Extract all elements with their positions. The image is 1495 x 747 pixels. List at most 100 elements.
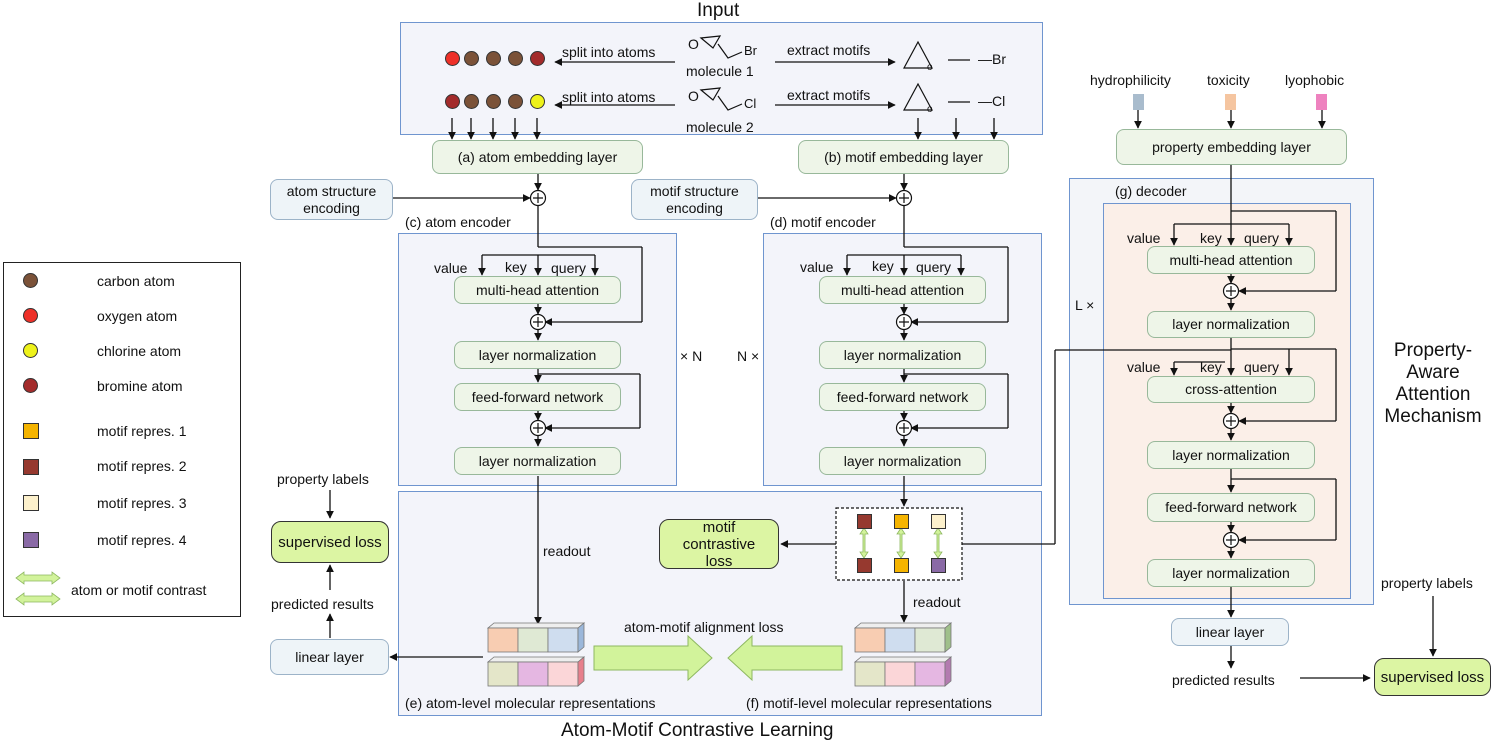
- legend-motif3-square: [23, 495, 39, 511]
- bromine-atom-2: [445, 94, 460, 109]
- legend-contrast-label: atom or motif contrast: [71, 582, 207, 598]
- left-supervised-loss: supervised loss: [271, 521, 389, 563]
- decoder-multi-head-attention: multi-head attention: [1147, 246, 1315, 274]
- molecule-1-label: molecule 1: [686, 63, 754, 79]
- motif-embedding-layer: (b) motif embedding layer: [798, 140, 1009, 174]
- atom-embedding-layer: (a) atom embedding layer: [432, 140, 643, 174]
- legend-motif2-label: motif repres. 2: [97, 458, 187, 474]
- legend-carbon-label: carbon atom: [97, 273, 175, 289]
- motif-feed-forward: feed-forward network: [819, 383, 986, 411]
- decoder-predicted-results: predicted results: [1172, 672, 1275, 688]
- atom-key-label: key: [505, 259, 527, 275]
- legend-bromine-dot: [23, 378, 38, 393]
- mechanism-title: Property-Aware Attention Mechanism: [1384, 340, 1482, 427]
- legend-oxygen-dot: [23, 308, 38, 323]
- motif1-oxygen: o: [927, 62, 933, 73]
- decoder-cross-attention: cross-attention: [1147, 376, 1315, 403]
- decoder-supervised-loss: supervised loss: [1374, 658, 1491, 696]
- input-title: Input: [697, 0, 740, 21]
- motif-level-repr-label: (f) motif-level molecular representation…: [746, 695, 992, 711]
- legend-motif4-label: motif repres. 4: [97, 532, 187, 548]
- oxygen-atom-1: [445, 51, 460, 66]
- bromine-atom-1: [530, 51, 545, 66]
- motif-structure-encoding: motif structure encoding: [631, 179, 758, 220]
- atom-readout-label: readout: [543, 543, 591, 559]
- decoder-query2-label: query: [1244, 359, 1280, 375]
- toxicity-swatch: [1225, 94, 1236, 110]
- decoder-layer-norm-3: layer normalization: [1147, 559, 1315, 587]
- motif-repr-3-top: [931, 514, 946, 529]
- motif-value-label: value: [800, 259, 834, 275]
- split-label-1: split into atoms: [562, 44, 656, 60]
- atom-level-repr-label: (e) atom-level molecular representations: [405, 695, 656, 711]
- motif-repr-2-bottom: [857, 558, 872, 573]
- motif2-oxygen: o: [927, 104, 933, 115]
- legend-motif4-square: [23, 532, 39, 548]
- motif-repr-1-bottom: [894, 558, 909, 573]
- left-linear-layer: linear layer: [270, 639, 389, 675]
- lyophobic-swatch: [1316, 94, 1327, 110]
- carbon-atom-3: [508, 51, 523, 66]
- left-predicted-results: predicted results: [271, 596, 374, 612]
- atom-value-label: value: [434, 260, 468, 276]
- hydrophilicity-swatch: [1133, 94, 1144, 110]
- atom-repeat-label: × N: [680, 348, 703, 364]
- decoder-value-label: value: [1127, 230, 1161, 246]
- motif-repr-2-top: [857, 514, 872, 529]
- legend-bromine-label: bromine atom: [97, 378, 183, 394]
- atom-multi-head-attention: multi-head attention: [454, 276, 621, 304]
- motif2-chlorine: —Cl: [978, 93, 1006, 109]
- atom-feed-forward: feed-forward network: [454, 383, 621, 411]
- decoder-repeat: L ×: [1075, 297, 1095, 313]
- decoder-linear-layer: linear layer: [1171, 618, 1289, 646]
- motif-layer-norm-2: layer normalization: [819, 447, 986, 475]
- property-embedding-layer: property embedding layer: [1116, 129, 1347, 165]
- mol2-chlorine: Cl: [744, 96, 757, 111]
- molecule-2-label: molecule 2: [686, 119, 754, 135]
- decoder-query-label: query: [1244, 230, 1280, 246]
- left-property-labels: property labels: [277, 471, 369, 487]
- extract-label-1: extract motifs: [787, 42, 871, 58]
- contrastive-title: Atom-Motif Contrastive Learning: [561, 720, 834, 741]
- legend-chlorine-dot: [23, 343, 38, 358]
- legend-oxygen-label: oxygen atom: [97, 308, 178, 324]
- carbon-atom-6: [508, 94, 523, 109]
- atom-layer-norm-2: layer normalization: [454, 447, 621, 475]
- legend-motif1-square: [23, 423, 39, 439]
- legend-motif3-label: motif repres. 3: [97, 495, 187, 511]
- legend-motif2-square: [23, 459, 39, 475]
- carbon-atom-5: [486, 94, 501, 109]
- motif-multi-head-attention: multi-head attention: [819, 276, 986, 304]
- alignment-loss-label: atom-motif alignment loss: [624, 619, 784, 635]
- decoder-layer-norm-1: layer normalization: [1147, 311, 1315, 338]
- motif-readout-label: readout: [913, 594, 961, 610]
- mol1-bromine: Br: [744, 43, 757, 58]
- decoder-property-labels: property labels: [1381, 575, 1473, 591]
- atom-layer-norm-1: layer normalization: [454, 341, 621, 369]
- motif-repeat-label: N ×: [737, 348, 760, 364]
- lyophobic-label: lyophobic: [1285, 72, 1345, 88]
- decoder-value2-label: value: [1127, 359, 1161, 375]
- toxicity-label: toxicity: [1207, 72, 1250, 88]
- extract-label-2: extract motifs: [787, 87, 871, 103]
- decoder-key-label: key: [1200, 230, 1222, 246]
- atom-query-label: query: [551, 260, 587, 276]
- atom-encoder-title: (c) atom encoder: [405, 214, 511, 230]
- legend-box: [3, 262, 241, 617]
- mol2-oxygen: O: [688, 88, 699, 104]
- atom-structure-encoding: atom structure encoding: [270, 179, 393, 220]
- motif1-bromine: —Br: [978, 51, 1006, 67]
- decoder-key2-label: key: [1200, 359, 1222, 375]
- carbon-atom-1: [464, 51, 479, 66]
- decoder-layer-norm-2: layer normalization: [1147, 441, 1315, 469]
- motif-query-label: query: [916, 259, 952, 275]
- input-panel: [400, 22, 1043, 135]
- legend-carbon-dot: [23, 273, 38, 288]
- chlorine-atom-1: [530, 94, 545, 109]
- motif-key-label: key: [872, 258, 894, 274]
- hydrophilicity-label: hydrophilicity: [1090, 72, 1171, 88]
- carbon-atom-4: [464, 94, 479, 109]
- motif-repr-1-top: [894, 514, 909, 529]
- decoder-title: (g) decoder: [1115, 183, 1187, 199]
